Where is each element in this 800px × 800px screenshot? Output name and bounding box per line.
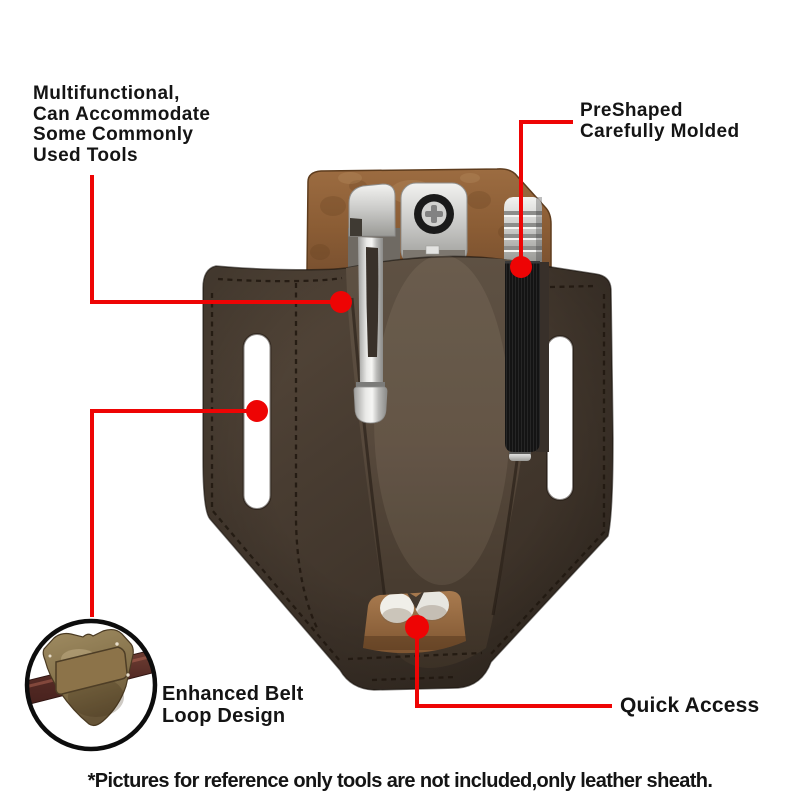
- clip-mount-notch: [350, 218, 362, 236]
- callout-line-text: Used Tools: [33, 144, 138, 166]
- callout-line-text: Multifunctional,: [33, 83, 180, 104]
- callout-lines: [90, 120, 612, 708]
- callout-line-text: Quick Access: [620, 694, 760, 717]
- pen-tip: [509, 452, 531, 461]
- callout-dots: [246, 256, 532, 639]
- callout-line-multifunctional: [90, 175, 331, 304]
- callout-text-multifunctional: Multifunctional, Can Accommodate Some Co…: [33, 83, 211, 166]
- molded-pouch: [346, 255, 541, 668]
- screw-slot: [425, 211, 443, 217]
- belt-slot-right: [546, 335, 574, 501]
- callout-line-text: Some Commonly: [33, 124, 194, 145]
- callout-dot-preshaped: [510, 256, 532, 278]
- pouch-sheen: [374, 255, 510, 585]
- pouch-crease: [350, 297, 390, 623]
- callout-dot-multifunctional: [330, 291, 352, 313]
- cutout-shadow: [363, 636, 466, 650]
- stitch-dots: [48, 642, 130, 677]
- footer-disclaimer: *Pictures for reference only tools are n…: [87, 770, 713, 792]
- callout-line-text: Loop Design: [162, 705, 286, 727]
- pocket-clip: [353, 237, 388, 424]
- callout-dot-quick-access: [405, 615, 429, 639]
- clip-tip: [353, 386, 388, 424]
- callout-line-preshaped: [519, 120, 573, 257]
- callout-line-text: Carefully Molded: [580, 121, 740, 142]
- logo-plate: [425, 245, 440, 255]
- callout-text-belt-loop: Enhanced Belt Loop Design: [162, 683, 304, 727]
- callout-dot-belt-loop: [246, 400, 268, 422]
- tool-tip: [380, 593, 414, 623]
- tip-shade: [382, 608, 412, 624]
- callout-text-preshaped: PreShaped Carefully Molded: [580, 100, 739, 142]
- clip-slot: [366, 247, 379, 357]
- callout-line-quick-access: [415, 636, 612, 708]
- pen-shade: [536, 197, 542, 262]
- callout-line-text: Enhanced Belt: [162, 683, 304, 705]
- elastic-loop: [505, 261, 549, 452]
- callout-line-text: Can Accommodate: [33, 103, 211, 125]
- tip-gap: [406, 591, 425, 609]
- tip-shade: [417, 605, 447, 621]
- callout-line-text: PreShaped: [580, 100, 683, 121]
- inset-ring: [24, 618, 158, 752]
- callout-line-belt-loop: [90, 409, 247, 617]
- loop-band: [55, 646, 128, 695]
- belt-loop-inset: [24, 618, 158, 752]
- clip-bend: [356, 382, 385, 387]
- tool-tip: [415, 591, 449, 620]
- callout-text-quick-access: Quick Access: [620, 694, 759, 718]
